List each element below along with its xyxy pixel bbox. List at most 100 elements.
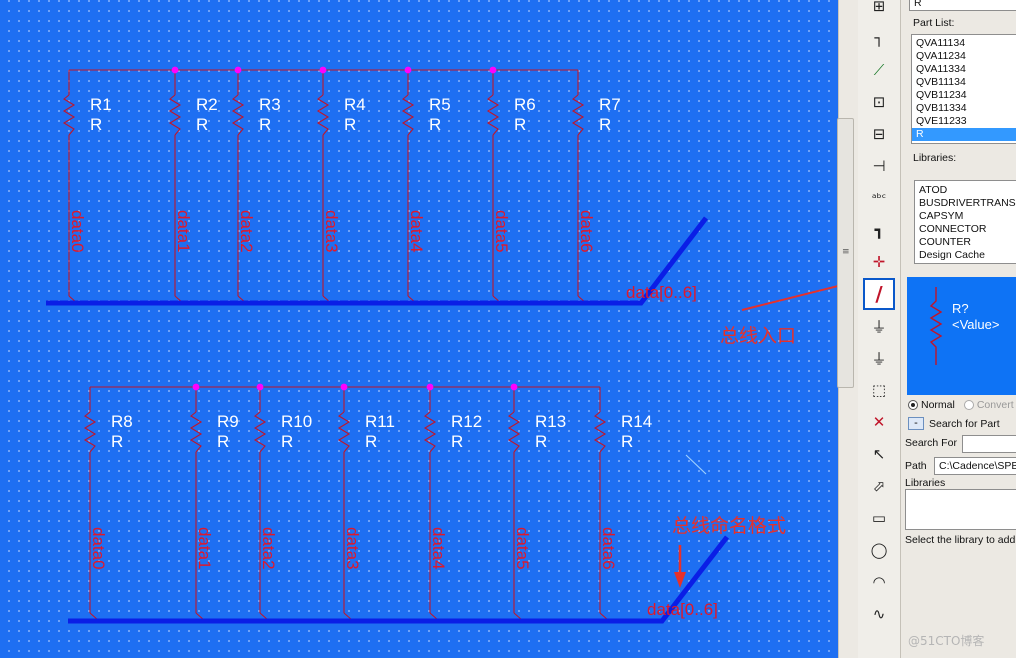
place-power-icon[interactable]: ⏚ bbox=[871, 317, 887, 336]
search-for-label: Search For bbox=[905, 437, 957, 449]
place-bus-icon[interactable]: ┓ bbox=[874, 221, 884, 239]
part-list-item[interactable]: QVB11334 bbox=[916, 102, 967, 114]
place-text-icon[interactable]: ᵃᵇᶜ bbox=[871, 191, 887, 205]
top-ref-label: R4 bbox=[344, 95, 366, 114]
library-list-item[interactable]: CAPSYM bbox=[919, 210, 964, 222]
place-no-connect-icon[interactable]: ✕ bbox=[872, 413, 886, 431]
radio-normal[interactable] bbox=[908, 400, 918, 410]
cursor-guide-line bbox=[685, 454, 707, 475]
place-rectangle-icon[interactable]: ▭ bbox=[871, 509, 887, 527]
radio-convert[interactable] bbox=[963, 400, 974, 410]
part-list-item[interactable]: QVA11234 bbox=[916, 50, 966, 62]
top-value-label: R bbox=[599, 115, 611, 134]
bottom-value-label: R bbox=[451, 432, 463, 451]
bottom-ref-label: R13 bbox=[535, 412, 566, 431]
place-wire-icon[interactable]: ┐ bbox=[874, 29, 884, 47]
part-list-item[interactable]: QVA11134 bbox=[916, 37, 966, 49]
view-mode-radios: Normal Convert bbox=[908, 399, 1014, 411]
top-resistor-body bbox=[62, 94, 76, 136]
top-junction bbox=[489, 66, 497, 74]
libraries2-label: Libraries bbox=[905, 477, 946, 489]
part-preview: R? <Value> bbox=[907, 277, 1016, 395]
top-bus-label: data[0..6] bbox=[626, 283, 697, 302]
library-list-item[interactable]: BUSDRIVERTRANS bbox=[919, 197, 1016, 209]
top-net-label: data1 bbox=[174, 210, 193, 253]
top-net-label: data5 bbox=[492, 210, 511, 253]
place-hierarchical-port-icon[interactable]: ⊡ bbox=[872, 93, 886, 111]
library-list-item[interactable]: COUNTER bbox=[919, 236, 971, 248]
bottom-resistor-body bbox=[253, 411, 267, 453]
place-part-icon[interactable]: ⊞ bbox=[872, 0, 886, 15]
top-resistor-body bbox=[571, 94, 585, 136]
place-bus-entry-icon[interactable]: / bbox=[863, 278, 895, 310]
scrollbar-grip-icon[interactable]: ≡ bbox=[842, 247, 850, 257]
library-list-item[interactable]: ATOD bbox=[919, 184, 948, 196]
search-for-input[interactable] bbox=[962, 435, 1016, 453]
bottom-junction bbox=[192, 383, 200, 391]
part-list-item[interactable]: QVE11233 bbox=[916, 115, 967, 127]
search-libraries-list[interactable] bbox=[905, 489, 1016, 530]
bottom-net-label: data5 bbox=[513, 527, 532, 570]
top-ref-label: R5 bbox=[429, 95, 451, 114]
path-input[interactable]: C:\Cadence\SPB bbox=[934, 457, 1016, 475]
path-label: Path bbox=[905, 460, 927, 472]
top-net-label: data3 bbox=[322, 210, 341, 253]
annotation-arrowhead-bus-naming bbox=[674, 572, 686, 588]
bottom-net-label: data4 bbox=[429, 527, 448, 570]
place-pin-icon[interactable]: ⊣ bbox=[872, 157, 886, 175]
top-value-label: R bbox=[90, 115, 102, 134]
place-ground-icon[interactable]: ⏚ bbox=[871, 349, 887, 368]
resistor-group-top: R1Rdata0R2Rdata1R3Rdata2R4Rdata3R5Rdata4… bbox=[62, 66, 621, 304]
part-search-input[interactable]: R bbox=[909, 0, 1016, 11]
search-for-part-toggle[interactable]: - Search for Part bbox=[908, 417, 1000, 430]
top-junction bbox=[234, 66, 242, 74]
top-resistor-body bbox=[168, 94, 182, 136]
part-list-item[interactable]: R bbox=[912, 128, 1016, 141]
place-junction-icon[interactable]: ✛ bbox=[872, 253, 886, 271]
annotation-arrow-bus-entry bbox=[741, 284, 838, 311]
place-hierarchical-block-icon[interactable]: ⊟ bbox=[872, 125, 886, 143]
place-bezier-icon[interactable]: ∿ bbox=[872, 605, 886, 623]
top-value-label: R bbox=[514, 115, 526, 134]
part-list-item[interactable]: QVB11134 bbox=[916, 76, 966, 88]
place-net-alias-icon[interactable]: ⟋ bbox=[873, 61, 885, 79]
place-line-icon[interactable]: ↖ bbox=[872, 445, 886, 463]
top-junction bbox=[319, 66, 327, 74]
bottom-value-label: R bbox=[281, 432, 293, 451]
bottom-junction bbox=[340, 383, 348, 391]
preview-value: <Value> bbox=[952, 317, 999, 332]
bottom-resistor-body bbox=[423, 411, 437, 453]
place-arc-icon[interactable]: ◠ bbox=[872, 573, 886, 591]
part-list-item[interactable]: QVA11334 bbox=[916, 63, 966, 75]
annotation-bus-entry: 总线入口 bbox=[720, 325, 796, 347]
bottom-bus-line bbox=[68, 535, 729, 624]
bottom-junction bbox=[510, 383, 518, 391]
bottom-resistor-body bbox=[593, 411, 607, 453]
top-resistor-body bbox=[486, 94, 500, 136]
tool-palette: ⊞ ┐ ⟋ ⊡ ⊟ ⊣ ᵃᵇᶜ ┓ ✛ / ⏚ ⏚ ⬚ ✕ ↖ ⬀ ▭ ◯ ◠ ∿ bbox=[858, 0, 900, 658]
place-ellipse-icon[interactable]: ◯ bbox=[870, 541, 888, 559]
resistor-group-bottom: R8Rdata0R9Rdata1R10Rdata2R11Rdata3R12Rda… bbox=[83, 383, 652, 621]
bottom-net-label: data1 bbox=[195, 527, 214, 570]
library-list-item[interactable]: CONNECTOR bbox=[919, 223, 987, 235]
top-value-label: R bbox=[429, 115, 441, 134]
bottom-ref-label: R14 bbox=[621, 412, 652, 431]
part-list-item[interactable]: R_ARAY bbox=[912, 141, 1016, 143]
schematic-drawing[interactable]: R1Rdata0R2Rdata1R3Rdata2R4Rdata3R5Rdata4… bbox=[0, 0, 838, 658]
bottom-ref-label: R8 bbox=[111, 412, 133, 431]
bottom-ref-label: R12 bbox=[451, 412, 482, 431]
vertical-scrollbar[interactable]: ≡ bbox=[837, 118, 854, 388]
collapse-icon[interactable]: - bbox=[908, 417, 924, 430]
top-ref-label: R1 bbox=[90, 95, 112, 114]
top-resistor-body bbox=[401, 94, 415, 136]
library-list-item[interactable]: Design Cache bbox=[919, 249, 985, 261]
part-list-label: Part List: bbox=[913, 17, 955, 29]
place-polyline-icon[interactable]: ⬀ bbox=[872, 477, 886, 495]
part-list-item[interactable]: QVB11234 bbox=[916, 89, 967, 101]
place-off-page-connector-icon[interactable]: ⬚ bbox=[871, 381, 887, 399]
bottom-ref-label: R9 bbox=[217, 412, 239, 431]
bottom-value-label: R bbox=[217, 432, 229, 451]
